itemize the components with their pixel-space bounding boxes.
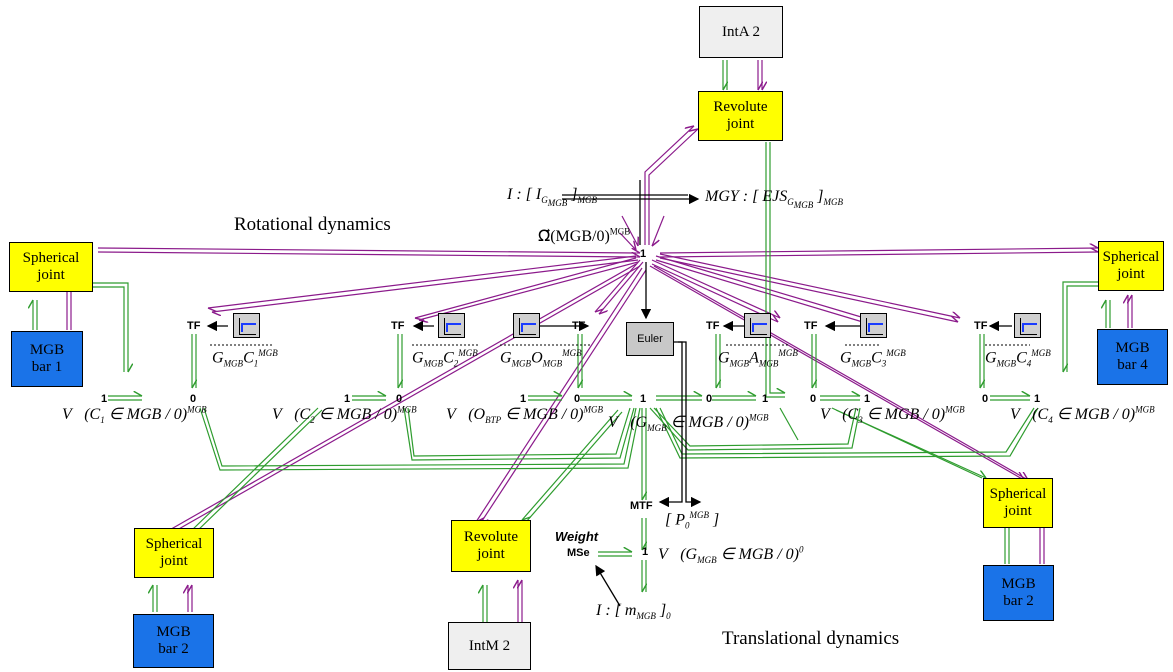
tf-c1: TF: [187, 320, 201, 332]
junction-1-trans: 1: [642, 546, 649, 558]
go-label: GMGBOMGBMGB: [500, 348, 582, 369]
junction-0-b: 0: [396, 393, 403, 405]
junction-1-b: 1: [344, 393, 351, 405]
mtf-element: MTF: [630, 500, 653, 512]
tf-c2: TF: [391, 320, 405, 332]
weight-label: Weight: [555, 529, 599, 544]
mass-label: I : [ mMGB ]0: [596, 602, 671, 622]
omega-label: Ω⃗(MGB/0)MGB: [538, 226, 631, 245]
spherical-right-line1: Spherical: [1102, 249, 1160, 265]
junction-1-d: 1: [762, 393, 769, 405]
mgb-bar2-left-line2: bar 2: [158, 641, 189, 657]
p0-label: [ P0MGB ]: [665, 510, 720, 531]
revolute-top-line1: Revolute: [713, 99, 768, 115]
revolute-bottom-line1: Revolute: [463, 529, 519, 545]
euler-block[interactable]: Euler: [626, 322, 674, 356]
mgb-bar2-right-line1: MGB: [1001, 576, 1036, 592]
junction-0-c: 0: [574, 393, 581, 405]
mgb-bar1-line2: bar 1: [31, 359, 63, 375]
junction-1-center: 1: [640, 393, 647, 405]
junction-0-e: 0: [810, 393, 817, 405]
display-plot-c4[interactable]: [1014, 313, 1041, 338]
v-c1-label: V⃗(C1 ∈ MGB / 0)MGB: [62, 404, 207, 426]
mgb-bar1-line1: MGB: [29, 342, 65, 358]
rotational-bonds: [67, 60, 1132, 622]
signal-arrows: [206, 180, 1012, 607]
inertia-matrix-label: I : [ IGMGB ]MGB: [507, 186, 597, 208]
spherical-br-line2: joint: [1004, 503, 1032, 519]
translational-dynamics-title: Translational dynamics: [722, 628, 900, 649]
inta2-label: IntA 2: [722, 23, 760, 40]
v-c2-label: V⃗(C2 ∈ MGB / 0)MGB: [272, 404, 417, 426]
gc3-label: GMGBC3MGB: [840, 348, 906, 369]
v-g-0-label: V⃗(GMGB ∈ MGB / 0)0: [658, 544, 804, 566]
mgb-bar4-line1: MGB: [1115, 340, 1150, 356]
inta2-block[interactable]: IntA 2: [699, 6, 783, 58]
tf-c3: TF: [804, 320, 818, 332]
display-plot-c1[interactable]: [233, 313, 260, 338]
junction-1-f: 1: [1034, 393, 1041, 405]
display-plot-c3[interactable]: [860, 313, 887, 338]
display-plot-a[interactable]: [744, 313, 771, 338]
tf-o: TF: [572, 320, 586, 332]
spherical-left-line2: joint: [37, 267, 65, 283]
v-g-label: V⃗(GMGB ∈ MGB / 0)MGB: [608, 412, 769, 434]
revolute-top-line2: joint: [726, 116, 755, 132]
intm2-label: IntM 2: [468, 637, 511, 654]
gc4-label: GMGBC4MGB: [985, 348, 1051, 369]
junction-1-a: 1: [101, 393, 108, 405]
ga-label: GMGBAMGBMGB: [718, 348, 798, 369]
intm2-block[interactable]: IntM 2: [448, 622, 531, 670]
translational-bonds: [33, 60, 1111, 622]
v-c4-label: V⃗(C4 ∈ MGB / 0)MGB: [1010, 404, 1155, 426]
junction-1-e: 1: [864, 393, 871, 405]
display-plot-c2[interactable]: [438, 313, 465, 338]
spherical-left-line1: Spherical: [22, 250, 80, 266]
junction-0-d: 0: [706, 393, 713, 405]
tf-c4: TF: [974, 320, 988, 332]
junction-1-c: 1: [520, 393, 527, 405]
spherical-right-line2: joint: [1117, 266, 1145, 282]
tf-a: TF: [706, 320, 720, 332]
junction-1-rot: 1: [640, 248, 647, 260]
spherical-bl-line2: joint: [160, 553, 188, 569]
mgy-label: MGY : [ EJSGMGB ]MGB: [705, 188, 843, 210]
spherical-bl-line1: Spherical: [145, 536, 203, 552]
mgb-bar2-right-line2: bar 2: [1003, 593, 1034, 609]
v-obtp-label: V⃗(OBTP ∈ MGB / 0)MGB: [446, 404, 603, 426]
v-c3-label: V⃗(C3 ∈ MGB / 0)MGB: [820, 404, 965, 426]
junction-0-f: 0: [982, 393, 989, 405]
spherical-br-line1: Spherical: [989, 486, 1047, 502]
gc1-label: GMGBC1MGB: [212, 348, 278, 369]
junction-0-a: 0: [190, 393, 197, 405]
mse-source: MSe: [567, 547, 590, 559]
display-plot-o[interactable]: [513, 313, 540, 338]
euler-label: Euler: [637, 332, 663, 345]
rotational-dynamics-title: Rotational dynamics: [234, 214, 391, 235]
mgb-bar2-left-line1: MGB: [156, 624, 191, 640]
mgb-bar4-line2: bar 4: [1117, 357, 1148, 373]
revolute-bottom-line2: joint: [477, 546, 505, 562]
gc2-label: GMGBC2MGB: [412, 348, 478, 369]
